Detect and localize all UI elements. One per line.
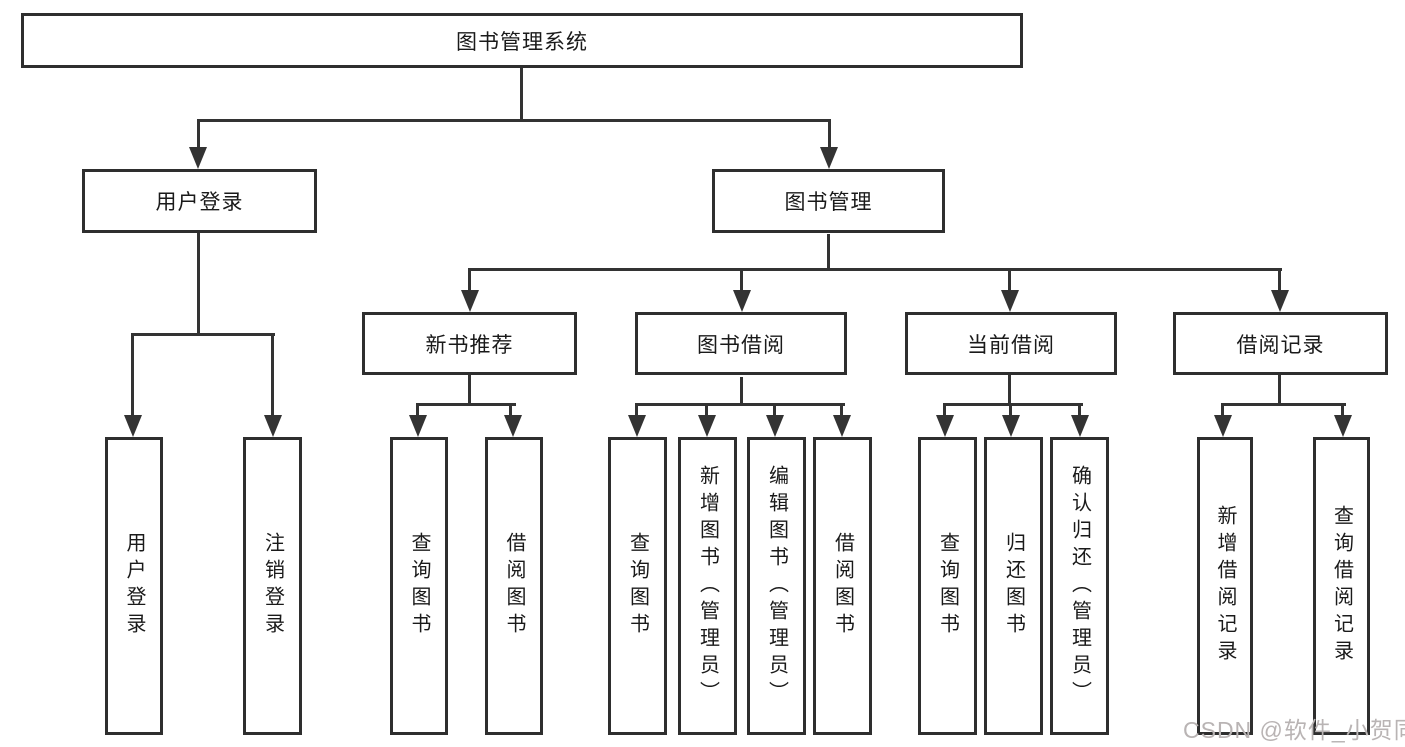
connector-br-drop-2	[1341, 403, 1344, 417]
connector-l3-drop-4	[1278, 268, 1281, 292]
connector-nb-drop-2	[509, 403, 512, 417]
arrow-down-icon	[1271, 290, 1289, 312]
connector-bb-drop-3	[773, 403, 776, 417]
node-label: 查询借阅记录	[1330, 505, 1353, 667]
node-label: 确认归还（管理员）	[1068, 464, 1091, 708]
connector-root-stem	[520, 68, 523, 122]
connector-bb-drop-4	[840, 403, 843, 417]
connector-user-login-drop	[197, 119, 200, 149]
connector-user-login-stem	[197, 233, 200, 336]
node-label: 图书借阅	[697, 333, 785, 357]
arrow-down-icon	[504, 415, 522, 437]
connector-book-mgmt-stem	[827, 234, 830, 271]
connector-cb-drop-3	[1078, 403, 1081, 417]
connector-book-borrow-stem	[740, 377, 743, 405]
arrow-down-icon	[833, 415, 851, 437]
node-label: 用户登录	[123, 532, 145, 640]
node-label: 注销登录	[261, 532, 284, 640]
connector-bb-drop-1	[635, 403, 638, 417]
node-label: 新增图书（管理员）	[696, 464, 719, 708]
node-label: 查询图书	[626, 532, 649, 640]
connector-level2-rail	[197, 119, 831, 122]
arrow-down-icon	[189, 147, 207, 169]
arrow-down-icon	[124, 415, 142, 437]
node-book-management: 图书管理	[712, 169, 945, 233]
node-leaf-return-books: 归还图书	[984, 437, 1043, 735]
node-label: 借阅图书	[831, 532, 854, 640]
arrow-down-icon	[264, 415, 282, 437]
connector-new-book-rail	[416, 403, 516, 406]
arrow-down-icon	[1001, 290, 1019, 312]
connector-nb-drop-1	[416, 403, 419, 417]
connector-br-drop-1	[1221, 403, 1224, 417]
connector-new-book-stem	[468, 375, 471, 406]
node-label: 用户登录	[155, 191, 244, 214]
node-current-borrowing: 当前借阅	[905, 312, 1117, 375]
csdn-watermark: CSDN @软件_小贺同学	[1183, 717, 1405, 743]
node-leaf-user-login: 用户登录	[105, 437, 163, 735]
node-leaf-logout: 注销登录	[243, 437, 302, 735]
node-label: 图书管理	[784, 191, 873, 214]
node-new-book-recommend: 新书推荐	[362, 312, 577, 375]
connector-user-login-rail	[131, 333, 275, 336]
arrow-down-icon	[820, 147, 838, 169]
node-leaf-borrow-books-recommend: 借阅图书	[485, 437, 543, 735]
node-label: 新增借阅记录	[1214, 505, 1236, 667]
connector-ul-child2-drop	[271, 333, 274, 417]
node-leaf-borrow-books: 借阅图书	[813, 437, 872, 735]
arrow-down-icon	[698, 415, 716, 437]
connector-bb-drop-2	[705, 403, 708, 417]
connector-borrow-record-stem	[1278, 375, 1281, 405]
connector-l3-drop-2	[740, 268, 743, 292]
connector-cb-drop-2	[1009, 403, 1012, 417]
node-label: 借阅记录	[1236, 333, 1325, 357]
connector-cb-drop-1	[943, 403, 946, 417]
node-leaf-add-books-admin: 新增图书（管理员）	[678, 437, 737, 735]
connector-l3-drop-1	[468, 268, 471, 292]
node-book-borrowing: 图书借阅	[635, 312, 847, 375]
connector-book-borrow-rail	[635, 403, 845, 406]
arrow-down-icon	[461, 290, 479, 312]
node-leaf-edit-books-admin: 编辑图书（管理员）	[747, 437, 806, 735]
arrow-down-icon	[409, 415, 427, 437]
node-leaf-confirm-return-admin: 确认归还（管理员）	[1050, 437, 1109, 735]
arrow-down-icon	[733, 290, 751, 312]
node-label: 借阅图书	[503, 532, 525, 640]
connector-current-borrow-rail	[943, 403, 1083, 406]
node-leaf-query-books-borrow: 查询图书	[608, 437, 667, 735]
arrow-down-icon	[628, 415, 646, 437]
connector-borrow-record-rail	[1221, 403, 1346, 406]
node-leaf-add-borrow-record: 新增借阅记录	[1197, 437, 1253, 735]
node-label: 新书推荐	[425, 333, 514, 357]
connector-book-mgmt-drop	[828, 119, 831, 149]
node-label: 查询图书	[408, 532, 430, 640]
node-user-login: 用户登录	[82, 169, 317, 233]
node-label: 查询图书	[936, 532, 959, 640]
arrow-down-icon	[1071, 415, 1089, 437]
arrow-down-icon	[1214, 415, 1232, 437]
node-label: 当前借阅	[967, 333, 1055, 357]
node-label: 编辑图书（管理员）	[765, 464, 788, 708]
node-label: 归还图书	[1002, 532, 1025, 640]
arrow-down-icon	[936, 415, 954, 437]
node-leaf-query-books-current: 查询图书	[918, 437, 977, 735]
arrow-down-icon	[1002, 415, 1020, 437]
connector-ul-child1-drop	[131, 333, 134, 417]
node-library-system: 图书管理系统	[21, 13, 1023, 68]
node-leaf-query-books-recommend: 查询图书	[390, 437, 448, 735]
node-label: 图书管理系统	[456, 30, 588, 54]
connector-current-borrow-stem	[1008, 375, 1011, 405]
connector-level3-rail	[468, 268, 1282, 271]
arrow-down-icon	[766, 415, 784, 437]
connector-l3-drop-3	[1008, 268, 1011, 292]
arrow-down-icon	[1334, 415, 1352, 437]
node-borrowing-records: 借阅记录	[1173, 312, 1388, 375]
node-leaf-query-borrow-record: 查询借阅记录	[1313, 437, 1370, 735]
